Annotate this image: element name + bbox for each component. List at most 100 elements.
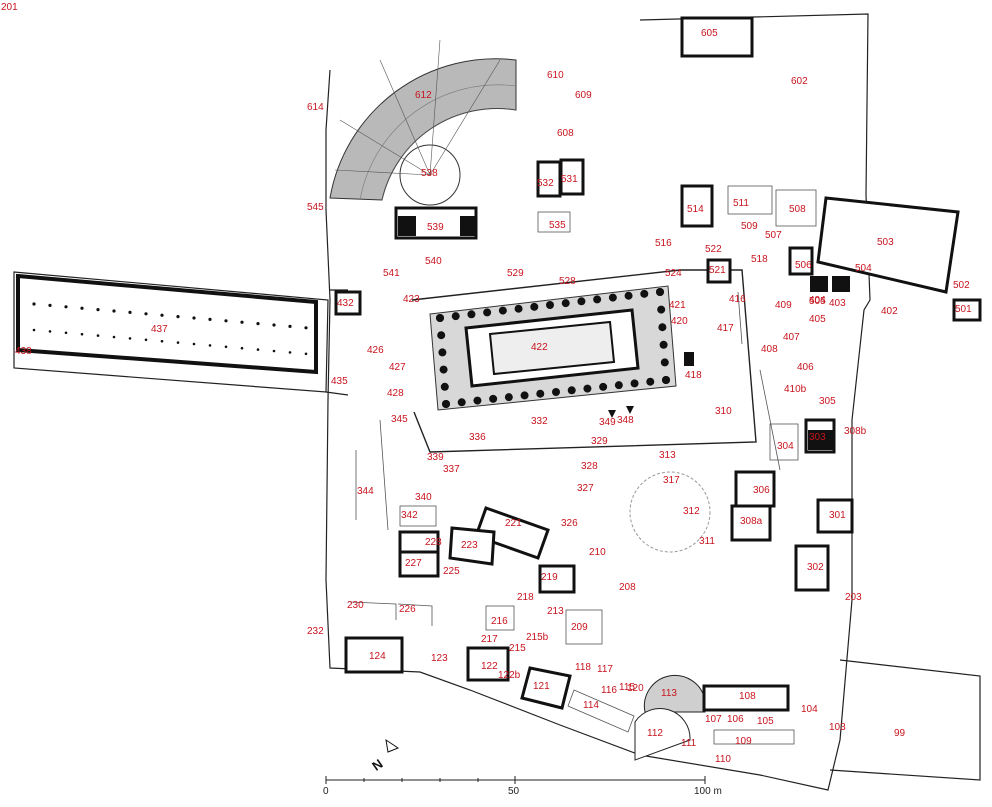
building-label-532: 532	[537, 178, 554, 189]
building-label-502: 502	[953, 280, 970, 291]
building-label-409: 409	[775, 300, 792, 311]
building-label-105: 105	[757, 716, 774, 727]
building-label-417: 417	[717, 323, 734, 334]
building-label-416: 416	[729, 294, 746, 305]
building-label-529: 529	[507, 268, 524, 279]
building-label-438: 438	[15, 346, 32, 357]
building-label-524: 524	[665, 268, 682, 279]
scale-bar	[325, 776, 706, 784]
building-label-545: 545	[307, 202, 324, 213]
building-label-349: 349	[599, 417, 616, 428]
building-label-605: 605	[701, 28, 718, 39]
building-label-108: 108	[739, 691, 756, 702]
building-label-112: 112	[647, 728, 663, 739]
building-label-344: 344	[357, 486, 374, 497]
building-label-342: 342	[401, 510, 418, 521]
temple-terrace	[411, 269, 757, 453]
building-label-427: 427	[389, 362, 406, 373]
building-label-122: 122	[481, 661, 498, 672]
building-label-216: 216	[491, 616, 508, 627]
building-label-539: 539	[427, 222, 444, 233]
building-label-518: 518	[751, 254, 768, 265]
building-label-508: 508	[789, 204, 806, 215]
building-label-201: 201	[1, 2, 18, 13]
building-label-122b: 122b	[498, 670, 521, 681]
building-label-213: 213	[547, 606, 564, 617]
building-label-215b: 215b	[526, 632, 549, 643]
building-label-210: 210	[589, 547, 606, 558]
building-label-501: 501	[955, 304, 972, 315]
building-label-121: 121	[533, 681, 550, 692]
structure-112	[634, 708, 691, 761]
building-label-107: 107	[705, 714, 722, 725]
building-label-99: 99	[894, 728, 906, 739]
building-label-113: 113	[661, 688, 677, 699]
building-label-303: 303	[809, 432, 826, 443]
building-label-437: 437	[151, 324, 168, 335]
building-label-311: 311	[699, 536, 715, 547]
building-label-404: 404	[809, 295, 826, 306]
building-label-110: 110	[715, 754, 731, 765]
building-label-403: 403	[829, 298, 846, 309]
building-label-327: 327	[577, 483, 594, 494]
building-label-228: 228	[425, 537, 442, 548]
building-label-302: 302	[807, 562, 824, 573]
building-label-337: 337	[443, 464, 460, 475]
building-label-219: 219	[541, 572, 558, 583]
building-label-521: 521	[709, 265, 726, 276]
building-label-541: 541	[383, 268, 400, 279]
building-label-103: 103	[829, 722, 846, 733]
building-label-531: 531	[561, 174, 578, 185]
building-label-420: 420	[671, 316, 688, 327]
building-label-340: 340	[415, 492, 432, 503]
building-label-209: 209	[571, 622, 588, 633]
building-label-540: 540	[425, 256, 442, 267]
building-label-232: 232	[307, 626, 324, 637]
round-structure-312	[629, 471, 711, 553]
building-label-511: 511	[733, 198, 749, 209]
building-label-609: 609	[575, 90, 592, 101]
theatre	[329, 39, 517, 206]
building-label-535: 535	[549, 220, 566, 231]
building-label-304: 304	[777, 441, 794, 452]
temple-422	[429, 285, 677, 411]
building-label-418: 418	[685, 370, 702, 381]
building-label-215: 215	[509, 643, 526, 654]
building-label-426: 426	[367, 345, 384, 356]
building-label-230: 230	[347, 600, 364, 611]
building-label-106: 106	[727, 714, 744, 725]
building-label-514: 514	[687, 204, 704, 215]
building-label-109: 109	[735, 736, 752, 747]
building-label-317: 317	[663, 475, 680, 486]
building-label-120: 120	[627, 683, 644, 694]
scale-tick-0: 0	[323, 786, 329, 797]
building-label-116: 116	[601, 685, 617, 696]
building-label-504: 504	[855, 263, 872, 274]
building-label-312: 312	[683, 506, 700, 517]
building-label-328: 328	[581, 461, 598, 472]
building-label-336: 336	[469, 432, 486, 443]
building-label-227: 227	[405, 558, 422, 569]
building-label-348: 348	[617, 415, 634, 426]
building-label-612: 612	[415, 90, 432, 101]
building-label-345: 345	[391, 414, 408, 425]
building-label-410b: 410b	[784, 384, 807, 395]
building-label-407: 407	[783, 332, 800, 343]
building-label-528: 528	[559, 276, 576, 287]
building-label-402: 402	[881, 306, 898, 317]
building-label-428: 428	[387, 388, 404, 399]
building-label-602: 602	[791, 76, 808, 87]
building-label-225: 225	[443, 566, 460, 577]
building-label-221: 221	[505, 518, 522, 529]
building-label-339: 339	[427, 452, 444, 463]
building-label-117: 117	[597, 664, 613, 675]
building-label-306: 306	[753, 485, 770, 496]
building-label-308b: 308b	[844, 426, 867, 437]
building-label-118: 118	[575, 662, 591, 673]
building-label-610: 610	[547, 70, 564, 81]
building-label-329: 329	[591, 436, 608, 447]
building-label-608: 608	[557, 128, 574, 139]
building-label-326: 326	[561, 518, 578, 529]
